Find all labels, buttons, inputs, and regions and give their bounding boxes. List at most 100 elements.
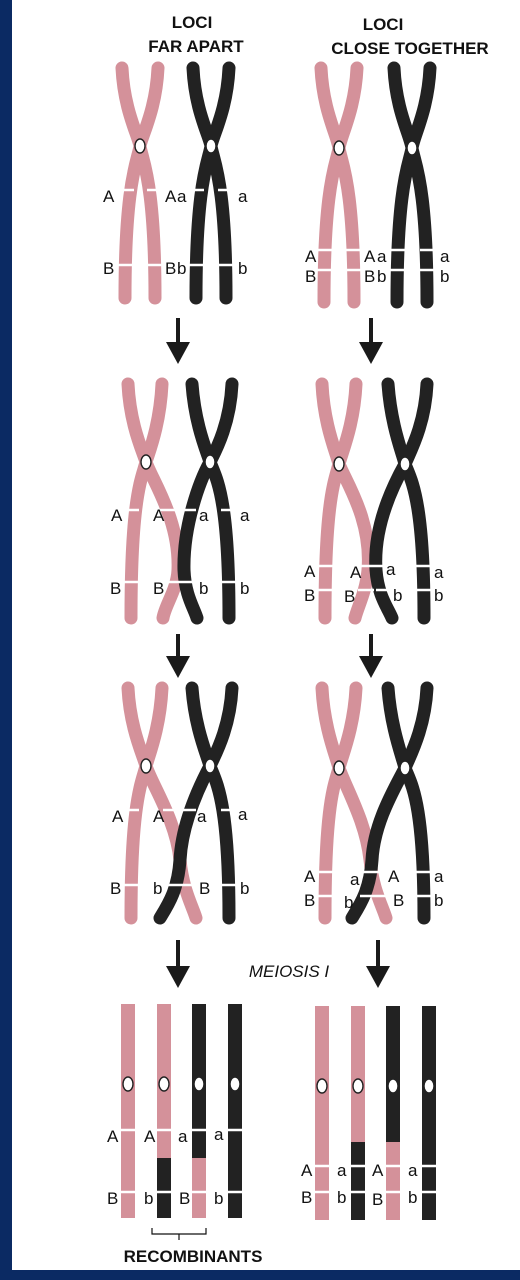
- centromere: [424, 1079, 434, 1093]
- chromatid: [405, 688, 427, 918]
- allele-label: b: [240, 579, 249, 598]
- allele-label: B: [165, 259, 176, 278]
- allele-label: b: [408, 1188, 417, 1207]
- allele-label: a: [197, 807, 207, 826]
- allele-label: B: [179, 1189, 190, 1208]
- arrow-down: [359, 634, 383, 678]
- allele-label: A: [165, 187, 177, 206]
- allele-label: a: [434, 867, 444, 886]
- chromatid-recombinant: [351, 1006, 365, 1142]
- allele-label: A: [304, 867, 316, 886]
- allele-label: a: [434, 563, 444, 582]
- chromatid-parental-paternal: [422, 1006, 436, 1220]
- centromere: [334, 141, 344, 155]
- allele-label: A: [112, 807, 124, 826]
- allele-label: A: [372, 1161, 384, 1180]
- arrow-down: [366, 940, 390, 988]
- chromatid: [376, 384, 405, 618]
- centromere: [194, 1077, 204, 1091]
- row2-right-chromosomes: [316, 384, 432, 618]
- allele-label: A: [103, 187, 115, 206]
- allele-label: B: [364, 267, 375, 286]
- meiosis-label: MEIOSIS I: [249, 962, 330, 981]
- chromatid: [339, 384, 368, 618]
- chromatid: [339, 68, 357, 302]
- allele-label: a: [238, 187, 248, 206]
- chromatid-recombinant: [386, 1006, 400, 1142]
- allele-label: A: [388, 867, 400, 886]
- allele-label: a: [408, 1161, 418, 1180]
- header-left-line1: LOCI: [172, 13, 213, 32]
- arrow-down: [359, 318, 383, 364]
- allele-label: b: [440, 267, 449, 286]
- row1-right-chromosomes: [315, 68, 436, 302]
- chromatid: [321, 68, 339, 302]
- chromatid: [322, 384, 339, 618]
- header-left-line2: FAR APART: [148, 37, 244, 56]
- recombinants-bracket: [152, 1228, 206, 1240]
- header-right-line2: CLOSE TOGETHER: [331, 39, 488, 58]
- allele-label: A: [144, 1127, 156, 1146]
- chromatid: [128, 688, 146, 918]
- allele-label: b: [144, 1189, 153, 1208]
- allele-label: b: [393, 586, 402, 605]
- arrow-down: [166, 318, 190, 364]
- centromere: [205, 759, 215, 773]
- allele-label: b: [344, 893, 353, 912]
- centromere: [334, 761, 344, 775]
- allele-label: A: [153, 807, 165, 826]
- chromatid-parental-maternal: [121, 1004, 135, 1218]
- centromere: [205, 455, 215, 469]
- allele-label: B: [153, 579, 164, 598]
- allele-label: a: [199, 506, 209, 525]
- centromere: [141, 455, 151, 469]
- allele-label: A: [304, 562, 316, 581]
- allele-label: A: [350, 563, 362, 582]
- allele-label: b: [199, 579, 208, 598]
- allele-label: b: [153, 879, 162, 898]
- allele-label: B: [304, 586, 315, 605]
- centromere: [317, 1079, 327, 1093]
- allele-label: B: [103, 259, 114, 278]
- allele-label: B: [199, 879, 210, 898]
- chromatid: [122, 68, 140, 298]
- row3-left-chromosomes: [122, 688, 237, 918]
- chromatid: [322, 688, 339, 918]
- allele-label: B: [107, 1189, 118, 1208]
- allele-label: a: [350, 870, 360, 889]
- allele-label: b: [177, 259, 186, 278]
- recombinants-label: RECOMBINANTS: [124, 1247, 263, 1266]
- chromatid-parental-maternal: [315, 1006, 329, 1220]
- allele-label: b: [434, 586, 443, 605]
- allele-label: b: [238, 259, 247, 278]
- allele-label: A: [107, 1127, 119, 1146]
- allele-label: A: [153, 506, 165, 525]
- chromatid: [394, 68, 412, 302]
- allele-label: a: [238, 805, 248, 824]
- centromere: [388, 1079, 398, 1093]
- allele-label: B: [305, 267, 316, 286]
- chromatid: [405, 384, 427, 618]
- allele-label: b: [214, 1189, 223, 1208]
- allele-label: B: [110, 579, 121, 598]
- chromatid: [412, 68, 430, 302]
- allele-label: B: [110, 879, 121, 898]
- allele-label: A: [364, 247, 376, 266]
- allele-label: a: [440, 247, 450, 266]
- allele-label: a: [214, 1125, 224, 1144]
- row4-right-chromatids: [312, 1006, 439, 1220]
- centromere: [206, 139, 216, 153]
- centromere: [400, 457, 410, 471]
- row3-right-chromosomes: [316, 688, 432, 918]
- centromere: [353, 1079, 363, 1093]
- allele-label: b: [240, 879, 249, 898]
- chromatid-parental-paternal: [228, 1004, 242, 1218]
- allele-label: A: [301, 1161, 313, 1180]
- row2-left-chromosomes: [122, 384, 237, 618]
- centromere: [407, 141, 417, 155]
- allele-label: a: [177, 187, 187, 206]
- allele-label: b: [377, 267, 386, 286]
- row4-left-chromatids: [118, 1004, 245, 1218]
- arrow-down: [166, 634, 190, 678]
